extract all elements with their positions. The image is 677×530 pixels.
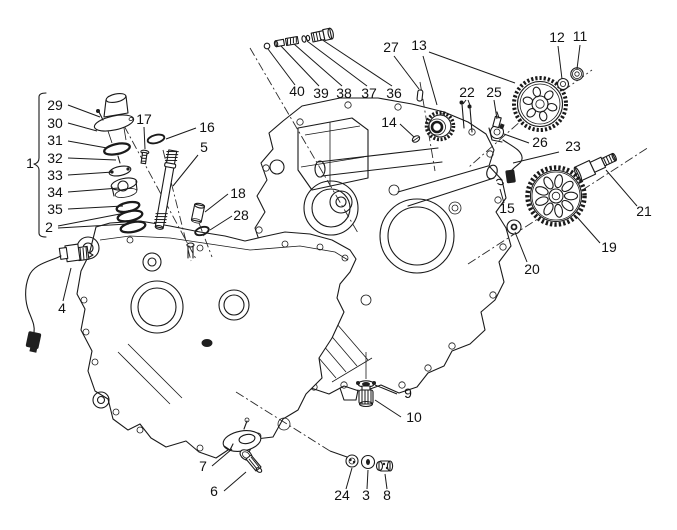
shaft-21 (573, 152, 617, 182)
group-bracket-1 (33, 92, 47, 238)
callout-17: 17 (136, 111, 152, 127)
o-ring-2a (116, 209, 144, 223)
washer-12 (556, 77, 570, 91)
callout-6: 6 (210, 483, 218, 499)
o-ring-16 (146, 133, 166, 145)
callout-27: 27 (383, 39, 399, 55)
spring-38 (284, 35, 300, 47)
callout-3: 3 (362, 487, 370, 503)
drain-plug-assembly (356, 380, 376, 408)
callout-34: 34 (47, 184, 63, 200)
callout-40: 40 (289, 83, 305, 99)
pin-27 (416, 89, 424, 102)
clip-15 (496, 178, 504, 186)
o-ring-31 (103, 142, 131, 156)
relief-valve-parts (263, 27, 334, 50)
timing-gear-19 (525, 165, 587, 227)
oil-delivery-pipe (154, 149, 179, 230)
callout-29: 29 (47, 97, 63, 113)
callout-14: 14 (381, 114, 397, 130)
piston-39 (273, 38, 286, 48)
callout-16: 16 (199, 119, 215, 135)
plug-24 (345, 454, 359, 468)
o-ring-2b (119, 220, 147, 234)
valve-plate-33 (108, 165, 132, 177)
callout-32: 32 (47, 150, 63, 166)
callout-23: 23 (565, 138, 581, 154)
callout-21: 21 (636, 203, 652, 219)
callout-28: 28 (233, 207, 249, 223)
callout-37: 37 (361, 85, 377, 101)
callout-9: 9 (404, 385, 412, 401)
oil-pump-gear-large (512, 76, 568, 132)
callout-12: 12 (549, 29, 565, 45)
callout-25: 25 (486, 84, 502, 100)
bush-18 (190, 202, 206, 224)
callout-15: 15 (499, 200, 515, 216)
screw-17 (140, 149, 150, 165)
wire-23 (502, 139, 523, 171)
crankcase-half-left (76, 220, 357, 459)
callout-19: 19 (601, 239, 617, 255)
callout-31: 31 (47, 132, 63, 148)
pin-32 (117, 155, 121, 164)
callout-labels: 1 2 3 4 5 6 7 8 9 10 11 12 13 14 15 16 1… (26, 28, 652, 503)
seat-37 (301, 34, 311, 43)
callout-18: 18 (230, 185, 246, 201)
oil-pump-gear-small (424, 110, 456, 142)
callout-33: 33 (47, 167, 63, 183)
callout-8: 8 (383, 487, 391, 503)
callout-38: 38 (336, 85, 352, 101)
callout-24: 24 (334, 487, 350, 503)
washer-3 (360, 454, 376, 470)
callout-11: 11 (573, 28, 588, 44)
callout-22: 22 (459, 84, 475, 100)
key-14 (411, 135, 421, 143)
callout-5: 5 (200, 139, 208, 155)
o-ring-28 (194, 225, 210, 237)
callout-1: 1 (26, 155, 34, 171)
callout-13: 13 (411, 37, 427, 53)
callout-20: 20 (524, 261, 540, 277)
callout-36: 36 (386, 85, 402, 101)
callout-39: 39 (313, 85, 329, 101)
screw-29 (98, 111, 104, 121)
callout-7: 7 (199, 458, 207, 474)
callout-35: 35 (47, 201, 63, 217)
callout-4: 4 (58, 300, 66, 316)
pressure-sensor-25-26 (488, 111, 523, 184)
plug-8 (375, 460, 394, 472)
callout-26: 26 (532, 134, 548, 150)
bypass-valve-assembly (93, 93, 147, 234)
callout-10: 10 (406, 409, 422, 425)
plug-36 (310, 27, 334, 43)
leader-lines (57, 38, 638, 492)
seal-20 (506, 219, 522, 235)
callout-2: 2 (45, 219, 53, 235)
valve-piston-34 (110, 177, 138, 198)
ball-40 (263, 42, 271, 50)
sensor-4 (25, 243, 94, 353)
callout-30: 30 (47, 115, 63, 131)
bolt-6 (239, 449, 263, 473)
lock-plate-7 (222, 417, 262, 452)
nut-11 (570, 67, 584, 81)
